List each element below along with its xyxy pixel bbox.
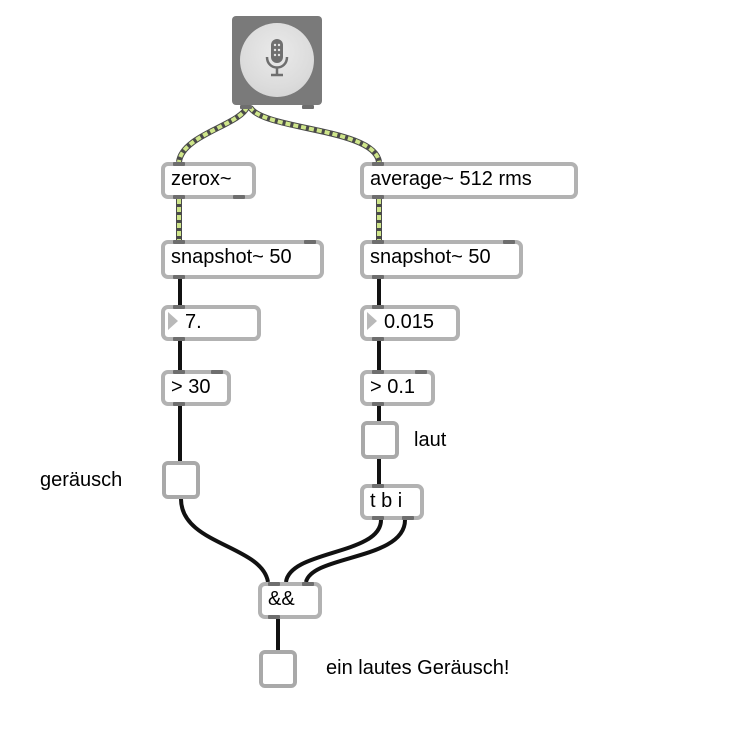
compare-left-object[interactable]: > 30 — [161, 370, 231, 406]
compare-right-label: > 0.1 — [370, 376, 416, 398]
trigger-outlet-right[interactable] — [402, 516, 414, 520]
zerox-outlet-right[interactable] — [233, 195, 245, 199]
number-left-inlet[interactable] — [173, 305, 185, 309]
toggle-result[interactable] — [259, 650, 297, 688]
compare-left-outlet[interactable] — [173, 402, 185, 406]
cord-trigger-right-to-and — [304, 519, 407, 583]
trigger-outlet-left[interactable] — [372, 516, 384, 520]
compare-left-inlet-right[interactable] — [211, 370, 223, 374]
toggle-geraeusch[interactable] — [162, 461, 200, 499]
trigger-object[interactable]: t b i — [360, 484, 424, 520]
number-box-left[interactable]: 7. — [161, 305, 261, 341]
comment-geraeusch: geräusch — [40, 469, 123, 491]
zerox-outlet-left[interactable] — [173, 195, 185, 199]
cord-trigger-left-to-and — [284, 519, 383, 583]
cord-toggle-left-to-and — [179, 498, 270, 583]
signal-cord-adc-to-average — [247, 105, 382, 163]
logical-and-object[interactable]: && — [258, 582, 322, 619]
adc-outlet-left[interactable] — [240, 105, 252, 109]
and-inlet-left[interactable] — [268, 582, 280, 586]
compare-right-inlet-right[interactable] — [415, 370, 427, 374]
snapshot-right-object[interactable]: snapshot~ 50 — [360, 240, 523, 279]
average-outlet[interactable] — [372, 195, 384, 199]
zerox-inlet[interactable] — [173, 162, 185, 166]
snapshot-right-inlet-right[interactable] — [503, 240, 515, 244]
snapshot-left-label: snapshot~ 50 — [171, 246, 292, 268]
and-inlet-right[interactable] — [302, 582, 314, 586]
zerox-label: zerox~ — [171, 168, 232, 190]
trigger-inlet[interactable] — [372, 484, 384, 488]
number-left-value: 7. — [185, 311, 202, 333]
compare-left-inlet-left[interactable] — [173, 370, 185, 374]
number-box-right[interactable]: 0.015 — [360, 305, 460, 341]
average-object[interactable]: average~ 512 rms — [360, 162, 578, 199]
compare-left-label: > 30 — [171, 376, 211, 398]
snapshot-left-outlet[interactable] — [173, 275, 185, 279]
number-triangle-icon — [168, 312, 178, 330]
compare-right-object[interactable]: > 0.1 — [360, 370, 435, 406]
average-inlet[interactable] — [372, 162, 384, 166]
number-right-value: 0.015 — [384, 311, 435, 333]
signal-cord-adc-to-zerox — [176, 105, 250, 163]
snapshot-right-inlet-left[interactable] — [372, 240, 384, 244]
trigger-label: t b i — [370, 490, 403, 512]
number-triangle-icon — [367, 312, 377, 330]
compare-right-inlet-left[interactable] — [372, 370, 384, 374]
adc-outlet-right[interactable] — [302, 105, 314, 109]
microphone-icon — [265, 39, 289, 77]
snapshot-left-inlet-right[interactable] — [304, 240, 316, 244]
comment-laut: laut — [414, 429, 447, 451]
and-outlet[interactable] — [268, 615, 280, 619]
toggle-laut[interactable] — [361, 421, 399, 459]
microphone-adc-button[interactable] — [232, 16, 322, 109]
compare-right-outlet[interactable] — [372, 402, 384, 406]
number-right-outlet[interactable] — [372, 337, 384, 341]
snapshot-left-inlet-left[interactable] — [173, 240, 185, 244]
logical-and-label: && — [268, 588, 295, 610]
average-label: average~ 512 rms — [370, 168, 532, 190]
snapshot-right-outlet[interactable] — [372, 275, 384, 279]
snapshot-right-label: snapshot~ 50 — [370, 246, 491, 268]
snapshot-left-object[interactable]: snapshot~ 50 — [161, 240, 324, 279]
number-right-inlet[interactable] — [372, 305, 384, 309]
comment-result: ein lautes Geräusch! — [326, 657, 510, 679]
number-left-outlet[interactable] — [173, 337, 185, 341]
zerox-object[interactable]: zerox~ — [161, 162, 256, 199]
